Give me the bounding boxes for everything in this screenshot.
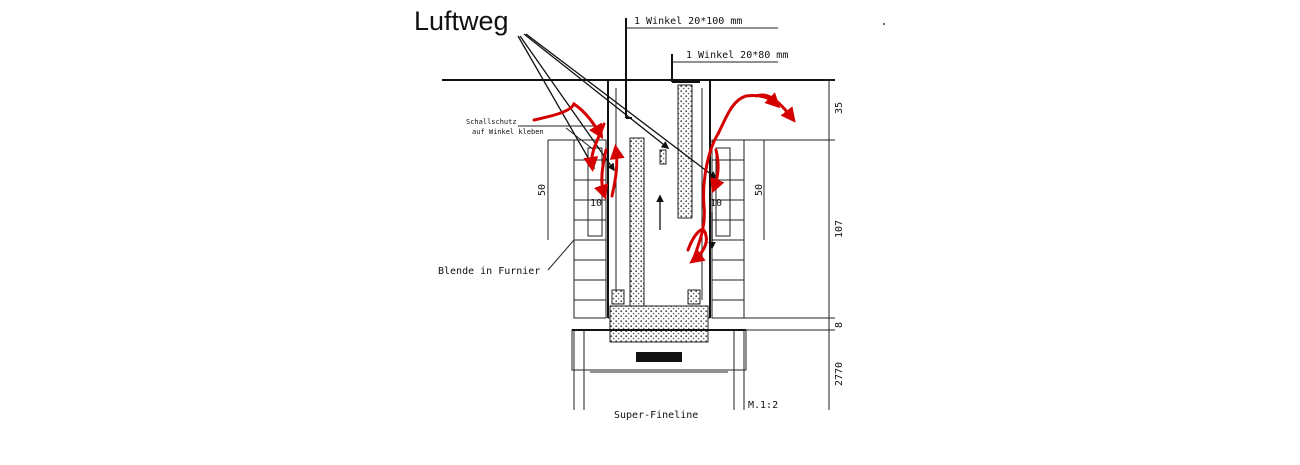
sound-protection-label-2: auf Winkel kleben bbox=[472, 128, 544, 136]
seal-right bbox=[687, 289, 701, 305]
dim-10-left: 10 bbox=[590, 198, 602, 209]
door-rail bbox=[636, 352, 682, 362]
airflow-right-gap bbox=[710, 148, 725, 194]
sound-protection-label-1: Schallschutz bbox=[466, 118, 517, 126]
dim-50-left: 50 bbox=[537, 184, 548, 196]
angle-20x100 bbox=[625, 18, 632, 119]
stray-mark bbox=[883, 23, 885, 25]
luftweg-label: Luftweg bbox=[414, 6, 509, 36]
airflow-right-out bbox=[754, 93, 796, 123]
dim-10-right: 10 bbox=[710, 198, 722, 209]
leader-lines bbox=[518, 27, 778, 271]
dimension-chain-right bbox=[712, 79, 835, 410]
luftweg-pointers bbox=[517, 33, 718, 179]
airflow-inner-down bbox=[686, 228, 708, 264]
airflow-left-gap bbox=[594, 148, 609, 200]
airflow-left-up bbox=[609, 144, 625, 198]
airflow-paths bbox=[532, 92, 796, 264]
dim-50-right: 50 bbox=[754, 184, 765, 196]
dim-35: 35 bbox=[834, 102, 845, 114]
angle-20x100-label: 1 Winkel 20*100 mm bbox=[634, 16, 742, 27]
trim-label: Blende in Furnier bbox=[438, 266, 540, 277]
dim-2770: 2770 bbox=[834, 362, 845, 386]
door-leaf bbox=[573, 330, 745, 410]
spacer-left bbox=[659, 149, 667, 165]
seal-left bbox=[611, 289, 625, 305]
insulation-left bbox=[629, 137, 645, 309]
airflow-left-inlet bbox=[532, 101, 604, 140]
angle-20x80 bbox=[671, 54, 700, 83]
dim-8: 8 bbox=[834, 322, 845, 328]
frame-walls bbox=[607, 80, 711, 319]
insulation-right bbox=[677, 84, 693, 219]
dim-107: 107 bbox=[834, 220, 845, 238]
left-trim-panel bbox=[573, 139, 607, 319]
angle-20x80-label: 1 Winkel 20*80 mm bbox=[686, 50, 788, 61]
dimension-50-left-lines bbox=[547, 139, 574, 240]
product-label: Super-Fineline bbox=[614, 410, 698, 421]
door-header-block bbox=[609, 305, 709, 343]
airflow-left-down bbox=[583, 122, 606, 172]
scale-label: M.1:2 bbox=[748, 400, 778, 411]
